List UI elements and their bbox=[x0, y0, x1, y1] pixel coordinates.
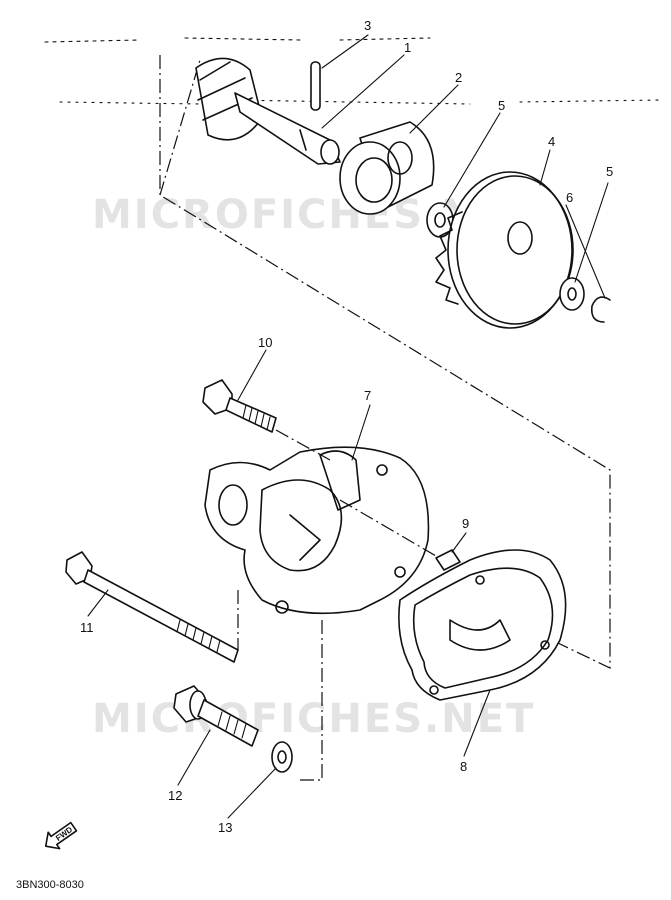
bolt-11 bbox=[65, 551, 239, 663]
callout-4: 4 bbox=[548, 134, 555, 149]
callout-12: 12 bbox=[168, 788, 182, 803]
callout-8: 8 bbox=[460, 759, 467, 774]
callout-9: 9 bbox=[462, 516, 469, 531]
callout-10: 10 bbox=[258, 335, 272, 350]
leader-lines bbox=[87, 34, 609, 819]
bolt-12 bbox=[173, 685, 259, 747]
impeller-shaft bbox=[195, 57, 341, 165]
callout-6: 6 bbox=[566, 190, 573, 205]
drawing-code: 3BN300-8030 bbox=[16, 879, 84, 891]
callout-11: 11 bbox=[80, 620, 94, 635]
scan-noise bbox=[44, 37, 661, 105]
fwd-arrow-icon: FWD bbox=[44, 821, 78, 850]
gear bbox=[435, 171, 574, 329]
dowel-pin bbox=[435, 549, 461, 571]
callout-1: 1 bbox=[404, 40, 411, 55]
bearing bbox=[339, 121, 435, 215]
gasket bbox=[398, 549, 567, 701]
washer-right bbox=[559, 277, 585, 311]
pin-part bbox=[310, 61, 321, 111]
callout-2: 2 bbox=[455, 70, 462, 85]
watermark-bottom: MICROFICHES.NET bbox=[92, 696, 535, 742]
callout-7: 7 bbox=[364, 388, 371, 403]
circlip bbox=[590, 296, 611, 323]
callout-3: 3 bbox=[364, 18, 371, 33]
upper-assembly-boundary bbox=[159, 55, 611, 669]
callout-5-upper: 5 bbox=[498, 98, 505, 113]
bolt-10 bbox=[202, 379, 277, 433]
callout-5-right: 5 bbox=[606, 164, 613, 179]
callout-13: 13 bbox=[218, 820, 232, 835]
bolt-alignment-line bbox=[275, 429, 331, 461]
pump-housing bbox=[204, 446, 430, 615]
pin-alignment-line bbox=[339, 499, 437, 557]
washer-13 bbox=[271, 741, 293, 773]
center-alignment-line bbox=[159, 59, 201, 196]
lower-assembly-boundary bbox=[237, 590, 323, 781]
